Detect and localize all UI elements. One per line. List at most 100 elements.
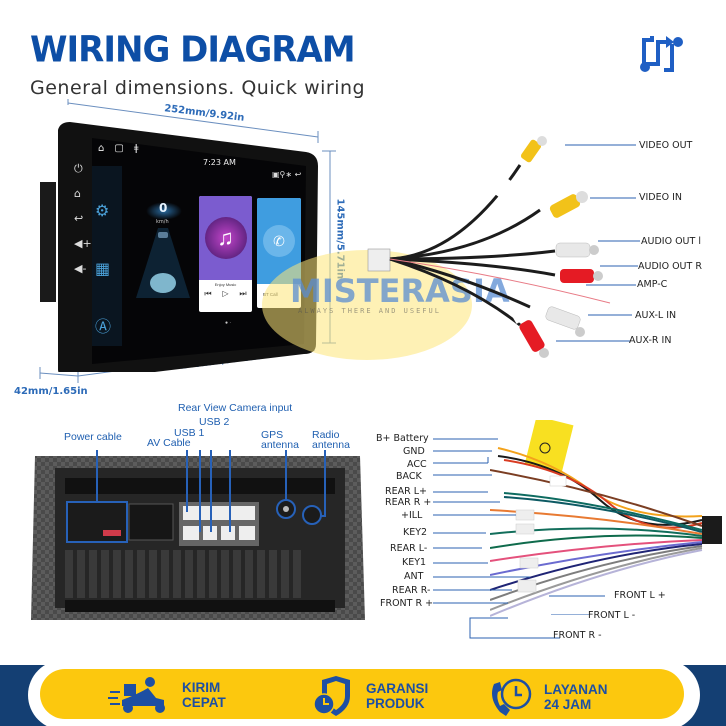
harness-label-front-l-plus: FRONT L + [614, 590, 666, 601]
harness-label-b-battery: B+ Battery [376, 433, 429, 444]
screen-top-icons: ⌂ ▢ ǂ [98, 143, 138, 154]
mic-icon[interactable]: ǂ [133, 143, 139, 154]
rca-label-video-in: VIDEO IN [639, 192, 683, 203]
page-subtitle: General dimensions. Quick wiring [30, 77, 366, 99]
side-buttons: ⏻ ⌂ ↩ ◀+ ◀- [74, 156, 92, 281]
phone-icon: ✆ [263, 225, 295, 257]
screen-time: 7:23 AM [203, 158, 236, 167]
rca-label-amp-c: AMP-C [637, 279, 668, 290]
harness-label-ant: ANT [404, 571, 424, 582]
usb1-port [203, 526, 217, 540]
video-out-plug [520, 136, 547, 163]
page-indicator: ● · [225, 320, 232, 326]
delivery-scooter-icon [108, 677, 165, 713]
music-card-label: Enjoy Music [214, 282, 237, 287]
label-usb1: USB 1 [174, 427, 205, 439]
amp-c-wire [389, 258, 611, 304]
label-gps-line1: GPS [261, 429, 284, 441]
rear-panel [31, 450, 365, 620]
feature-line1: GARANSI [366, 681, 429, 696]
aux-l-in-plug [545, 306, 585, 337]
settings-icon[interactable]: ⚙ [95, 201, 110, 220]
iso-connector [702, 516, 722, 544]
power-harness [490, 420, 722, 617]
phone-clock-icon [492, 678, 532, 716]
status-icons: ▣⚲∗ ↩ [272, 170, 302, 179]
video-in-plug [549, 191, 588, 218]
harness-label-gnd: GND [403, 446, 425, 457]
dock: ⚙ ▦ Ⓐ [95, 182, 111, 356]
feature-line2: PRODUK [366, 696, 425, 711]
page-title: WIRING DIAGRAM [30, 29, 356, 71]
harness-pointer-lines [433, 438, 560, 639]
label-radio-line1: Radio [312, 429, 340, 441]
music-card[interactable]: ♫ Enjoy Music ⏮ ▷ ⏭ [199, 196, 252, 312]
usb2-port [221, 526, 235, 540]
harness-label-key1: KEY1 [402, 557, 427, 568]
feature-line2: CEPAT [182, 695, 226, 710]
speed-unit: km/h [156, 219, 169, 225]
feature-line2: 24 JAM [544, 697, 592, 712]
harness-label-acc: ACC [407, 459, 427, 470]
rca-label-aux-r-in: AUX-R IN [629, 335, 672, 346]
harness-pointer-lines-right [549, 595, 605, 615]
harness-label-front-l-minus: FRONT L - [588, 610, 636, 621]
harness-label-rear-r-plus: REAR R + [385, 497, 432, 508]
aux-r-in-plug [519, 320, 549, 358]
feature-line1: KIRIM [182, 680, 221, 695]
harness-label-front-r-minus: FRONT R - [553, 630, 602, 641]
audio-out-l-plug [555, 242, 599, 258]
rca-harness [367, 136, 640, 358]
apps-grid-icon[interactable]: ▦ [95, 259, 111, 278]
harness-label-back: BACK [396, 471, 422, 482]
head-unit-frame [40, 122, 318, 372]
road-car-illustration [136, 228, 190, 298]
rca-connector-plug [367, 248, 391, 272]
previous-icon[interactable]: ⏮ [204, 289, 212, 298]
dimension-depth: 42mm/1.65in [14, 386, 88, 397]
window-icon[interactable]: ▢ [114, 143, 124, 154]
label-power-cable: Power cable [64, 431, 122, 443]
music-note-icon: ♫ [204, 217, 247, 259]
label-radio-line2: antenna [312, 439, 350, 451]
music-controls: ⏮ ▷ ⏭ [199, 289, 252, 299]
label-rear-camera: Rear View Camera input [178, 402, 293, 414]
harness-label-ill: +ILL [401, 510, 423, 521]
speed-glow [146, 202, 182, 220]
rca-label-audio-out-r: AUDIO OUT R [638, 261, 702, 272]
speed-value: 0 [159, 201, 168, 215]
rca-label-audio-out-l: AUDIO OUT l [641, 236, 701, 247]
harness-label-rear-l-minus: REAR L- [390, 543, 428, 554]
feature-line1: LAYANAN [544, 682, 608, 697]
play-icon[interactable]: ▷ [222, 289, 229, 298]
bt-call-card[interactable]: ✆ BT Call [257, 198, 301, 308]
power-icon[interactable]: ⏻ [74, 162, 83, 175]
harness-label-rear-l-plus: REAR L+ [385, 486, 427, 497]
watermark-tagline: ALWAYS THERE AND USEFUL [298, 307, 441, 315]
rca-label-aux-l-in: AUX-L IN [635, 310, 677, 321]
volume-down-icon[interactable]: ◀- [74, 262, 87, 275]
watermark-text: MISTERASIA [290, 272, 510, 310]
harness-label-rear-r-minus: REAR R- [392, 585, 431, 596]
home-icon[interactable]: ⌂ [74, 187, 81, 200]
shield-clock-icon [313, 676, 350, 716]
watermark-ellipse [262, 250, 472, 360]
next-icon[interactable]: ⏭ [239, 289, 247, 298]
flow-connector-icon [640, 36, 683, 72]
label-gps-line2: antenna [261, 439, 299, 451]
back-icon[interactable]: ↩ [74, 212, 84, 225]
harness-label-front-r-plus: FRONT R + [380, 598, 434, 609]
audio-out-r-plug [560, 269, 603, 283]
rca-label-video-out: VIDEO OUT [639, 140, 693, 151]
navigation-icon[interactable]: Ⓐ [95, 317, 112, 336]
volume-up-icon[interactable]: ◀+ [74, 237, 92, 250]
label-usb2: USB 2 [199, 416, 230, 428]
home-icon[interactable]: ⌂ [98, 143, 105, 154]
